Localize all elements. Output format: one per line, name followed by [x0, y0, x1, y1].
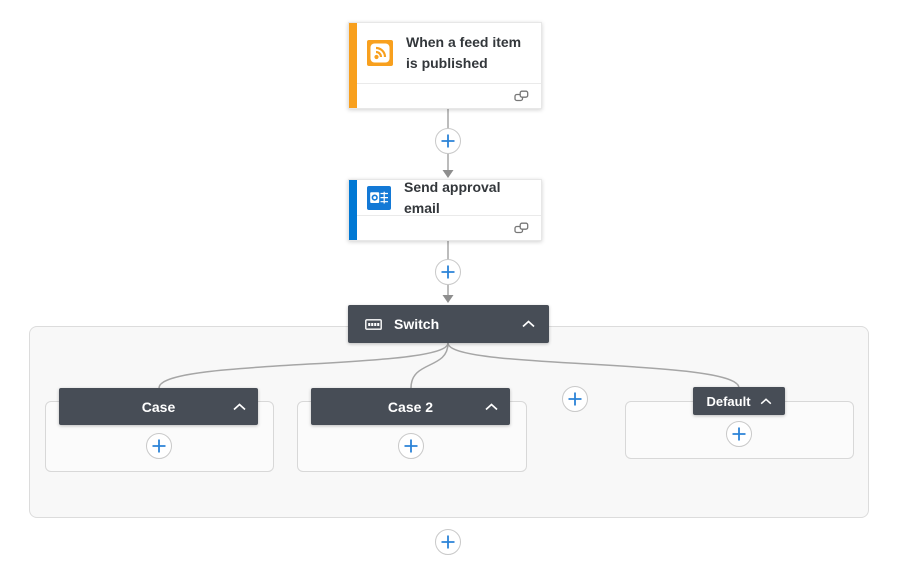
switch-icon [365, 318, 382, 330]
add-case-button[interactable] [562, 386, 588, 412]
case-1-header[interactable]: Case [59, 388, 258, 425]
new-step-button[interactable] [435, 529, 461, 555]
switch-label: Switch [394, 316, 440, 332]
case-1-label: Case [141, 398, 176, 415]
action-card[interactable]: Send approval email [348, 179, 542, 241]
case-2-add-action-button[interactable] [398, 433, 424, 459]
trigger-card[interactable]: When a feed item is published [348, 22, 542, 109]
trigger-accent-bar [349, 23, 357, 108]
trigger-title: When a feed item is published [406, 34, 522, 71]
chevron-up-icon[interactable] [522, 320, 535, 328]
insert-step-button-2[interactable] [435, 259, 461, 285]
chevron-up-icon[interactable] [233, 402, 246, 411]
case-2-header[interactable]: Case 2 [311, 388, 510, 425]
connection-link-icon[interactable] [514, 90, 529, 102]
rss-icon [367, 40, 393, 66]
action-title: Send approval email [404, 178, 501, 216]
default-add-action-button[interactable] [726, 421, 752, 447]
switch-header[interactable]: Switch [348, 305, 549, 343]
connection-link-icon[interactable] [514, 222, 529, 234]
chevron-up-icon[interactable] [760, 397, 772, 405]
default-label: Default [706, 393, 751, 409]
outlook-icon [367, 185, 391, 210]
case-1-add-action-button[interactable] [146, 433, 172, 459]
chevron-up-icon[interactable] [485, 402, 498, 411]
case-2-label: Case 2 [387, 398, 434, 415]
action-accent-bar [349, 180, 357, 240]
default-header[interactable]: Default [693, 387, 785, 415]
insert-step-button-1[interactable] [435, 128, 461, 154]
